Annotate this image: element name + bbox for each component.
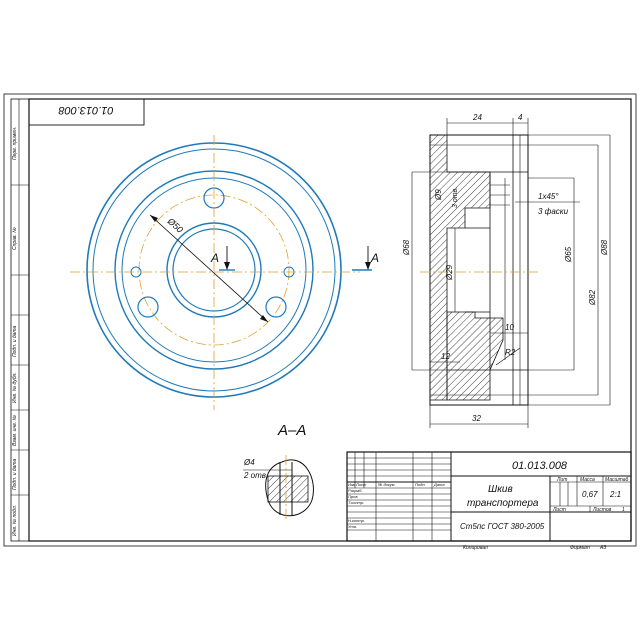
strip-label-replace-inv: Взам. инв. № <box>12 414 18 446</box>
dim-d9: Ø9 <box>434 189 443 201</box>
part-name-2: транспортера <box>467 498 539 509</box>
side-strip: Перв. примен. Справ. № Подп. и дата Инв.… <box>10 98 30 542</box>
mass-value: 0,67 <box>582 490 598 499</box>
detail-dim-d4: Ø4 <box>243 458 255 467</box>
sheets-label: Листов <box>592 507 612 513</box>
strip-label-dup-inv: Инв. № дубл. <box>12 372 18 403</box>
strip-label-sign-date-2: Подп. и дата <box>12 458 18 490</box>
dim-d82: Ø82 <box>588 289 597 306</box>
strip-label-first-use: Перв. примен. <box>12 127 18 160</box>
copied-label: Копировал <box>463 545 488 551</box>
material: Ст5пс ГОСТ 380-2005 <box>460 522 545 531</box>
hdr-list: Лист <box>355 482 367 487</box>
hdr-doc: № докум. <box>378 482 396 487</box>
dim-4: 4 <box>518 113 523 122</box>
format-label: Формат <box>570 545 590 551</box>
dim-d88: Ø88 <box>600 239 609 256</box>
dim-r2: R2 <box>505 348 516 357</box>
dim-line-d50 <box>149 214 269 323</box>
dim-d50: Ø50 <box>165 215 185 234</box>
dim-24: 24 <box>472 113 482 122</box>
col-lit: Лит <box>556 477 567 483</box>
strip-label-orig-inv: Инв. № подл. <box>12 505 18 536</box>
front-view: Ø50 А А <box>70 135 379 410</box>
dim-12: 12 <box>441 352 450 361</box>
role-dev: Разраб. <box>348 488 362 493</box>
strip-label-ref: Справ. № <box>12 227 18 250</box>
col-scale: Масштаб <box>605 477 629 483</box>
scale-value: 2:1 <box>609 490 621 499</box>
chamfer-3: 3 фаски <box>538 207 569 216</box>
dim-d65: Ø65 <box>564 246 573 263</box>
col-mass: Масса <box>580 477 595 483</box>
holes-3: 3 отв. <box>452 187 459 208</box>
role-tcontrol: Т.контр. <box>348 500 364 505</box>
outer-frame <box>3 93 637 547</box>
format-value: А3 <box>599 545 606 551</box>
part-name-1: Шкив <box>488 484 513 495</box>
mount-hole-bottom-left <box>137 296 159 318</box>
sheet-label: Лист <box>552 507 566 513</box>
mount-hole-bottom-right <box>265 296 287 318</box>
section-mark-left: А <box>210 251 219 265</box>
dim-d29: Ø29 <box>445 264 454 281</box>
stamp-top-left: 01.013.008 <box>28 98 145 126</box>
role-check: Пров. <box>348 494 359 499</box>
strip-label-sign-date-1: Подп. и дата <box>12 325 18 357</box>
designation: 01.013.008 <box>512 460 568 472</box>
bolt-circle <box>138 194 290 346</box>
role-approve: Утв. <box>348 524 357 529</box>
dim-d68: Ø68 <box>402 239 411 256</box>
chamfer-1x45: 1x45° <box>538 192 559 201</box>
hdr-izm: Изм <box>348 482 356 487</box>
section-title: А–А <box>277 422 306 439</box>
dim-32: 32 <box>472 414 481 423</box>
hdr-sign: Подп. <box>415 482 426 487</box>
title-block: Изм Лист № докум. Подп. Дата Разраб. Про… <box>346 451 632 542</box>
stamp-text: 01.013.008 <box>58 104 114 116</box>
role-ncontrol: Н.контр. <box>348 518 365 523</box>
section-mark-right: А <box>370 251 379 265</box>
section-view: 24 4 32 Ø68 Ø29 Ø9 3 отв. 1x45° 3 фаски … <box>402 113 611 428</box>
detail-holes: 2 отв. <box>243 471 268 480</box>
dim-10: 10 <box>505 323 514 332</box>
detail-view: Ø4 2 отв. <box>243 455 314 520</box>
hdr-date: Дата <box>433 482 445 487</box>
sheets-value: 1 <box>622 507 625 513</box>
